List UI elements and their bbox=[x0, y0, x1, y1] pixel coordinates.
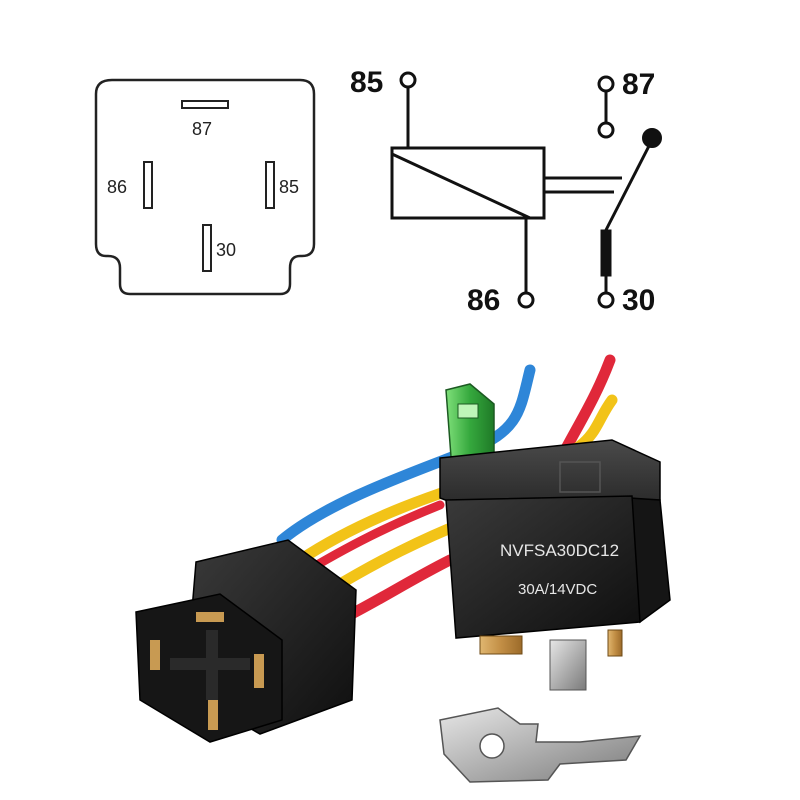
relay-rating-text: 30A/14VDC bbox=[518, 581, 597, 598]
pin-87-blade bbox=[181, 100, 229, 109]
socket-slot-left bbox=[150, 640, 160, 670]
relay-terminal-right bbox=[607, 629, 623, 657]
pin-85-label: 85 bbox=[279, 177, 299, 197]
relay-footprint-outline bbox=[94, 78, 316, 296]
socket-cross-rib-h bbox=[170, 658, 250, 670]
pin-85-blade bbox=[265, 161, 275, 209]
schematic-label-85: 85 bbox=[350, 66, 383, 99]
coil-box bbox=[390, 146, 546, 220]
bracket-hole bbox=[479, 733, 505, 759]
terminal-87 bbox=[597, 75, 615, 93]
terminal-86 bbox=[517, 291, 535, 309]
socket-slot-right bbox=[254, 654, 264, 688]
relay-body: NVFSA30DC12 30A/14VDC bbox=[439, 439, 671, 691]
fuse-window bbox=[457, 403, 479, 419]
relay-top-emboss bbox=[559, 461, 601, 493]
terminal-85 bbox=[399, 71, 417, 89]
relay-socket bbox=[135, 539, 357, 743]
switch-arm bbox=[604, 143, 652, 231]
relay-terminal-left bbox=[479, 635, 523, 655]
socket-slot-top bbox=[196, 612, 224, 622]
mounting-bracket bbox=[439, 707, 642, 783]
schematic-label-87: 87 bbox=[622, 68, 655, 101]
pinout-diagram: 87 86 85 30 bbox=[94, 78, 316, 296]
schematic-label-30: 30 bbox=[622, 284, 655, 317]
pin-86-label: 86 bbox=[107, 177, 127, 197]
terminal-30 bbox=[597, 291, 615, 309]
coil-diagonal bbox=[391, 152, 531, 220]
pin-87-label: 87 bbox=[192, 119, 212, 139]
schematic-label-86: 86 bbox=[467, 284, 500, 317]
pin-30-label: 30 bbox=[216, 240, 236, 260]
relay-terminal-center bbox=[549, 639, 587, 691]
spring bbox=[600, 229, 612, 277]
contact-common bbox=[642, 128, 662, 148]
relay-schematic bbox=[390, 71, 662, 309]
socket-slot-bottom bbox=[208, 700, 218, 730]
pin-30-blade bbox=[202, 224, 212, 272]
pin-86-blade bbox=[143, 161, 153, 209]
relay-front-face bbox=[445, 495, 641, 639]
bracket-plate bbox=[439, 707, 642, 783]
relay-model-text: NVFSA30DC12 bbox=[500, 541, 619, 560]
product-photo: NVFSA30DC12 30A/14VDC bbox=[135, 354, 671, 783]
contact-87 bbox=[597, 121, 615, 139]
